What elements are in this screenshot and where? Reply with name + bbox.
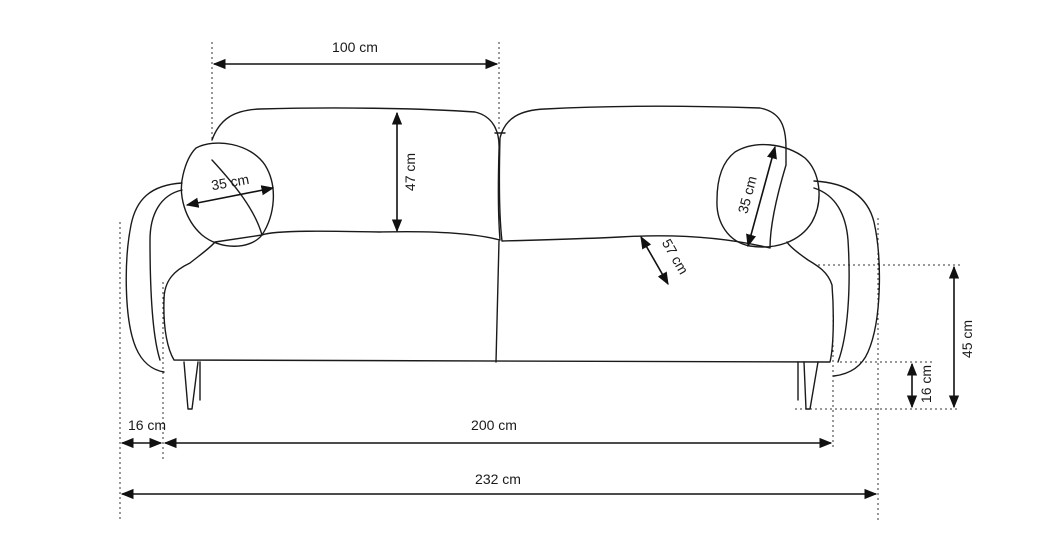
pillow-right bbox=[716, 143, 820, 248]
label-pillow-left: 35 cm bbox=[210, 171, 250, 193]
label-leg-height: 16 cm bbox=[918, 365, 934, 403]
label-armrest-width: 16 cm bbox=[128, 417, 166, 433]
leg-right bbox=[803, 361, 819, 410]
right-armrest bbox=[813, 180, 881, 377]
label-seat-height: 45 cm bbox=[959, 320, 975, 358]
label-seat-depth: 57 cm bbox=[659, 236, 692, 277]
guide-lines bbox=[119, 42, 960, 522]
dimension-arrows bbox=[120, 58, 960, 500]
left-armrest bbox=[125, 182, 183, 373]
sofa-outline bbox=[125, 105, 881, 410]
label-pillow-right: 35 cm bbox=[735, 174, 760, 215]
seat-base bbox=[163, 234, 263, 301]
dimension-labels: 100 cm 47 cm 35 cm 35 cm 57 cm 16 cm 200… bbox=[128, 39, 975, 487]
leg-left bbox=[183, 361, 199, 410]
left-back-cushion bbox=[211, 107, 501, 241]
label-inner-width: 200 cm bbox=[471, 417, 517, 433]
label-backrest-height: 47 cm bbox=[402, 153, 418, 191]
label-total-width: 232 cm bbox=[475, 471, 521, 487]
label-seat-section-width: 100 cm bbox=[332, 39, 378, 55]
pillow-left bbox=[180, 142, 275, 247]
dim-57-arrow bbox=[640, 235, 669, 286]
